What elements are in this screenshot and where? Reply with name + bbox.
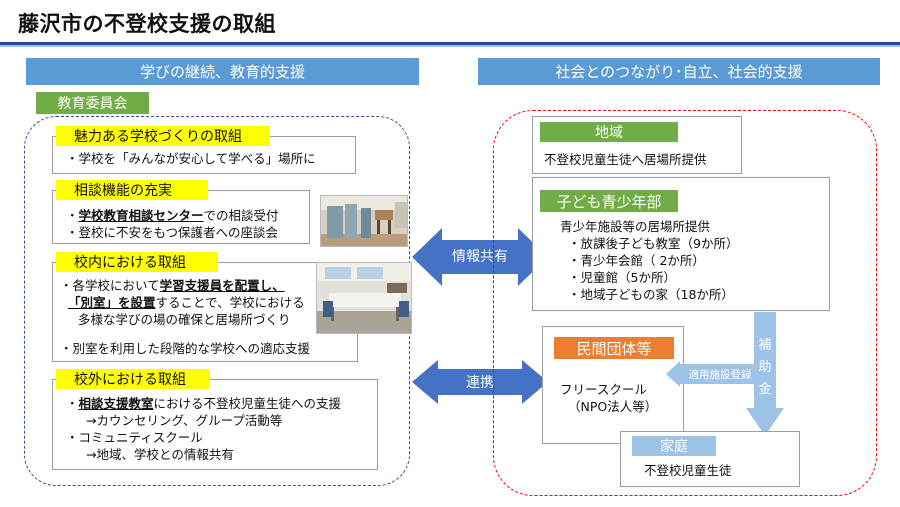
soudan-center-name: 学校教育相談センター	[78, 208, 204, 223]
kodomo-lead: 青少年施設等の居場所提供	[560, 219, 711, 234]
kounai-line1-a: ・各学校において	[60, 278, 160, 293]
separate-room-photo-image	[317, 263, 411, 333]
title-rule-accent	[0, 45, 900, 47]
section-kougai-line3: ・コミュニティスクール	[66, 430, 203, 445]
kodomo-title: 子ども青少年部	[540, 190, 678, 212]
right-column-header: 社会とのつながり･自立、社会的支援	[478, 58, 880, 85]
kougai-line1-rest: における不登校児童生徒への支援	[153, 396, 342, 411]
hojo-char: 助	[758, 360, 772, 375]
kougai-room-name: 相談支援教室	[78, 396, 154, 411]
section-kounai-line3: 多様な学びの場の確保と居場所づくり	[78, 312, 291, 327]
renkei-arrow-shape	[412, 360, 548, 404]
hojo-arrow	[746, 312, 784, 436]
info-share-arrow-shape	[412, 228, 548, 286]
section-kougai-title: 校外における取組	[56, 369, 210, 389]
chiiki-desc: 不登校児童生徒へ居場所提供	[544, 152, 707, 167]
section-kougai-line4: →地域、学校との情報共有	[86, 447, 234, 462]
section-miryoku-text: ・学校を「みんなが安心して学べる」場所に	[66, 151, 316, 166]
counseling-room-photo	[320, 195, 408, 247]
hojo-arrow-shape	[746, 312, 784, 436]
kounai-line2-a: 「別室」を設置	[68, 295, 156, 310]
renkei-label: 連携	[466, 375, 494, 391]
renkei-arrow	[412, 360, 548, 404]
kodomo-item: ・放課後子ども教室（9か所）	[568, 236, 739, 251]
tekiyou-arrow-shape	[666, 361, 762, 387]
katei-title: 家庭	[632, 436, 716, 456]
education-board-tag: 教育委員会	[36, 92, 149, 114]
kodomo-item: ・青少年会館（ 2か所）	[568, 253, 705, 268]
section-kounai-frame	[52, 262, 358, 362]
tekiyou-arrow	[666, 361, 762, 387]
section-kounai-line1: ・各学校において学習支援員を配置し、	[60, 278, 285, 295]
chiiki-title: 地域	[540, 122, 678, 142]
minkan-line2: （NPO法人等）	[568, 399, 658, 414]
tekiyou-label: 適用施設登録	[688, 368, 752, 381]
section-soudan-title: 相談機能の充実	[56, 180, 208, 200]
section-kounai-line2: 「別室」を設置することで、学校における	[68, 295, 305, 312]
section-soudan-line2: ・登校に不安をもつ保護者への座談会	[66, 225, 279, 240]
section-miryoku-title: 魅力ある学校づくりの取組	[56, 126, 270, 146]
hojo-char: 金	[758, 382, 772, 397]
social-support-boundary	[493, 110, 877, 496]
section-kougai-line2: →カウンセリング、グループ活動等	[86, 413, 283, 428]
kodomo-item: ・地域子どもの家（18か所）	[568, 287, 734, 302]
hojo-char: 補	[758, 338, 772, 353]
kounai-line1-b: 学習支援員を配置し、	[159, 278, 285, 293]
hojo-label: 補 助 金	[756, 335, 774, 401]
minkan-title: 民間団体等	[554, 337, 674, 359]
title-rule	[0, 42, 900, 45]
info-share-arrow	[412, 228, 548, 286]
kodomo-item: ・児童館（5か所）	[568, 270, 676, 285]
section-kounai-title: 校内における取組	[56, 252, 218, 272]
page-title: 藤沢市の不登校支援の取組	[18, 12, 276, 36]
katei-desc: 不登校児童生徒	[644, 463, 732, 478]
section-kougai-frame	[52, 379, 378, 470]
soudan-line1-rest: での相談受付	[203, 208, 279, 223]
kounai-line2-b: することで、学校における	[155, 295, 305, 310]
info-share-label: 情報共有	[452, 249, 508, 265]
section-kounai-line4: ・別室を利用した段階的な学校への適応支援	[60, 341, 311, 356]
counseling-room-photo-image	[321, 196, 407, 246]
minkan-line1: フリースクール	[560, 382, 647, 397]
section-kougai-line1: ・相談支援教室における不登校児童生徒への支援	[66, 396, 342, 411]
section-soudan-line1: ・学校教育相談センターでの相談受付	[66, 208, 279, 223]
left-column-header: 学びの継続、教育的支援	[26, 58, 419, 85]
separate-room-photo	[316, 262, 412, 334]
